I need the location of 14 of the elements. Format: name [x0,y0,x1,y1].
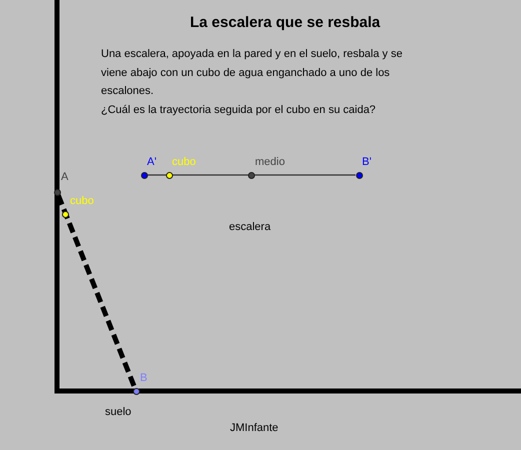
question-text: ¿Cuál es la trayectoria seguida por el cubo en su caida? [101,103,376,118]
point-label: A' [147,156,156,168]
title: La escalera que se resbala [190,14,380,31]
segment-line [148,174,356,176]
point-label: medio [255,156,285,168]
description-text: Una escalera, apoyada en la pared y en el suelo, resbala y se viene abajo con un cubo de agua enganchado a uno de los escalones. [101,47,404,99]
author-credit: JMInfante [230,422,278,434]
segment-label: escalera [229,221,271,233]
point-label: B [140,372,148,384]
point-label: cubo [70,194,94,206]
point-label: B' [362,156,372,168]
point-label: A [61,170,68,182]
floor-label: suelo [105,406,132,418]
point-label: cubo [172,156,196,168]
